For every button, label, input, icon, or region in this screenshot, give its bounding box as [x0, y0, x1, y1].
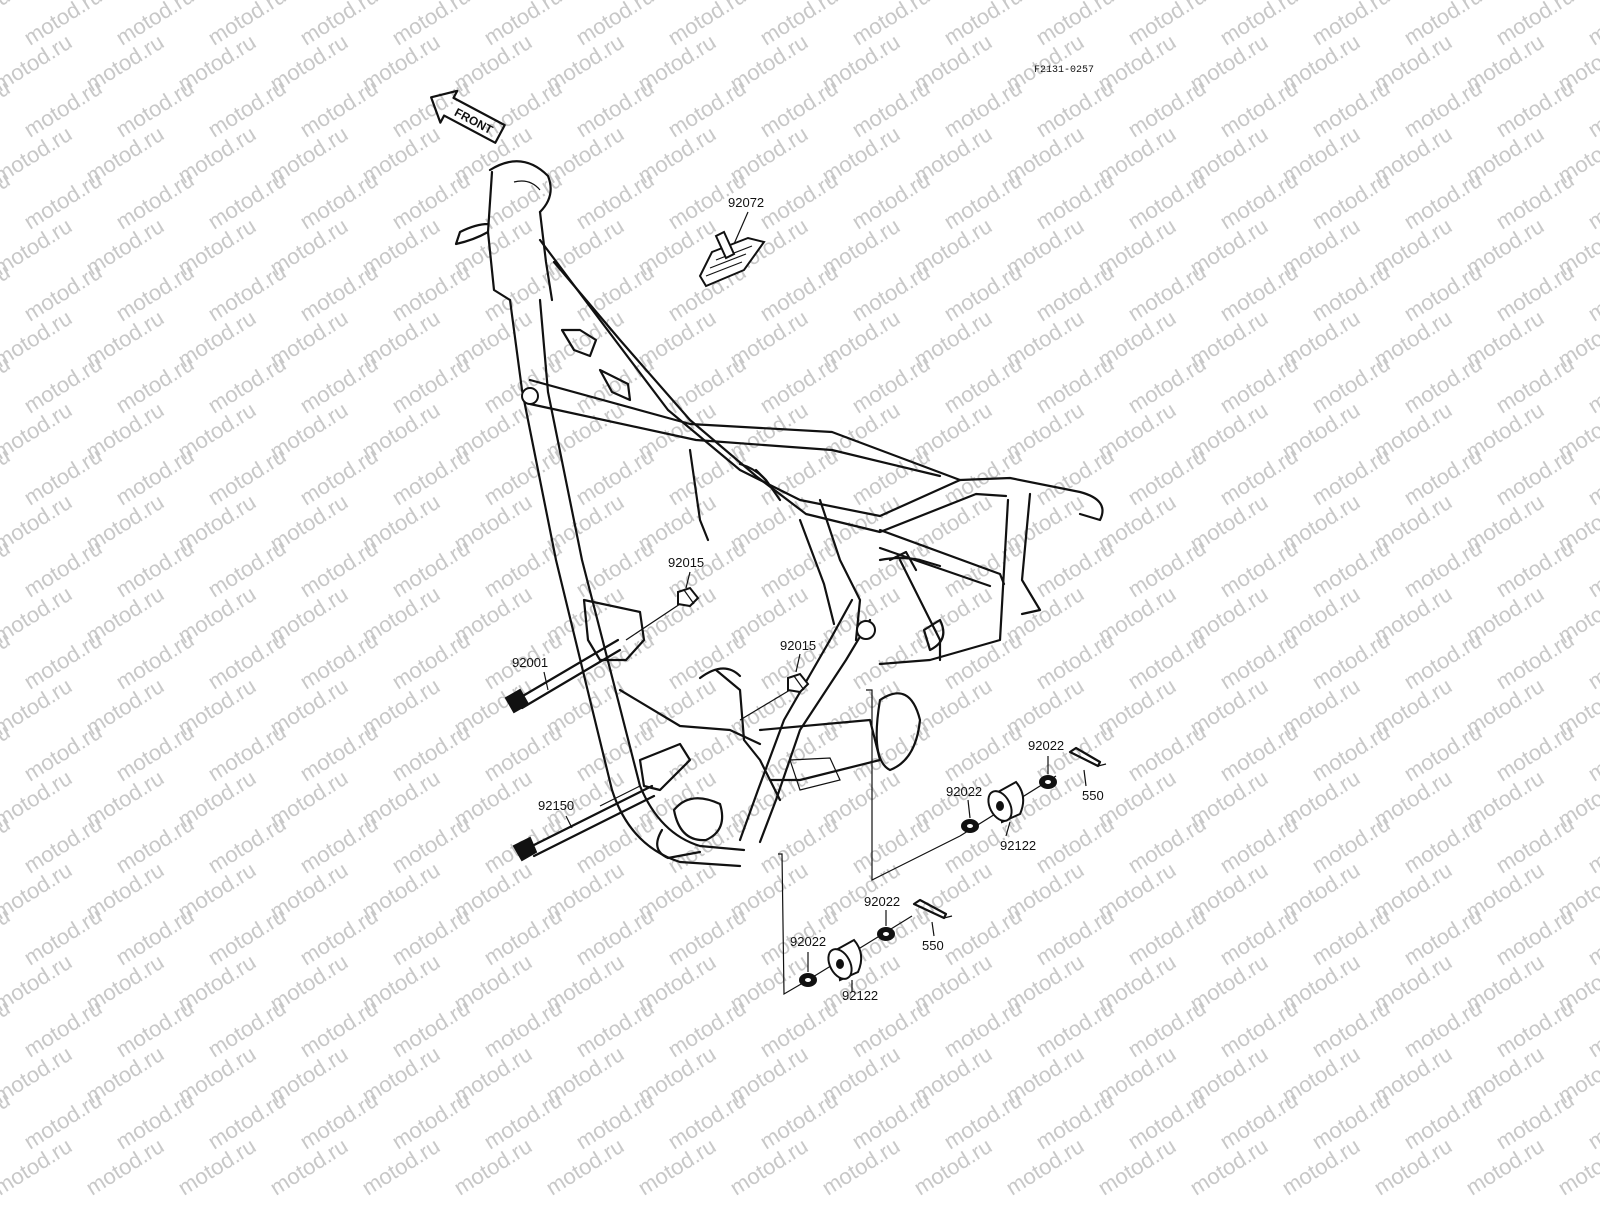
callout-92022-front-bottom: 92022: [790, 934, 826, 949]
watermark-text: motod.ru: [1583, 351, 1600, 418]
callout-92022-front-top: 92022: [864, 894, 900, 909]
watermark-text: motod.ru: [1583, 811, 1600, 878]
watermark-text: motod.ru: [1583, 259, 1600, 326]
cotter-pin-rear: [1068, 746, 1107, 768]
watermark-text: motod.ru: [1583, 1087, 1600, 1154]
nut-lower: [739, 672, 810, 721]
frame-boss-upper: [521, 387, 539, 405]
leader-lines: [543, 211, 1087, 992]
callout-92015-upper: 92015: [668, 555, 704, 570]
steering-damper-clamp: [698, 230, 766, 288]
bolt-lower: [512, 784, 656, 862]
callout-92122-front: 92122: [842, 988, 878, 1003]
callout-92001: 92001: [512, 655, 548, 670]
watermark-text: motod.ru: [1583, 535, 1600, 602]
steering-head: [454, 160, 554, 302]
rear-mount-assembly: [866, 689, 1107, 881]
callout-92122-rear: 92122: [1000, 838, 1036, 853]
callout-92150: 92150: [538, 798, 574, 813]
watermark-text: motod.ru: [1583, 627, 1600, 694]
watermark-text: motod.ru: [1583, 995, 1600, 1062]
callout-92015-lower: 92015: [780, 638, 816, 653]
frame: [508, 238, 1104, 868]
watermark-text: motod.ru: [1583, 75, 1600, 142]
nut-upper: [625, 586, 700, 641]
cotter-pin-front: [912, 898, 953, 920]
watermark-text: motod.ru: [1583, 719, 1600, 786]
damper-rear: [987, 780, 1025, 824]
callout-92022-rear-top: 92022: [1028, 738, 1064, 753]
watermark-text: motod.ru: [1583, 443, 1600, 510]
front-mount-assembly: [778, 853, 953, 996]
callout-550-rear: 550: [1082, 788, 1104, 803]
frame-boss-middle: [856, 620, 876, 640]
figure-ref-code: F2131-0257: [1034, 65, 1094, 76]
callout-550-front: 550: [922, 938, 944, 953]
watermark-text: motod.ru: [1583, 0, 1600, 50]
callout-92022-rear-bottom: 92022: [946, 784, 982, 799]
watermark-text: motod.ru: [1583, 167, 1600, 234]
damper-front: [827, 938, 863, 982]
watermark-text: motod.ru: [0, 0, 14, 50]
bolt-upper: [504, 638, 622, 714]
callout-92072: 92072: [728, 195, 764, 210]
watermark-text: motod.ru: [1583, 903, 1600, 970]
